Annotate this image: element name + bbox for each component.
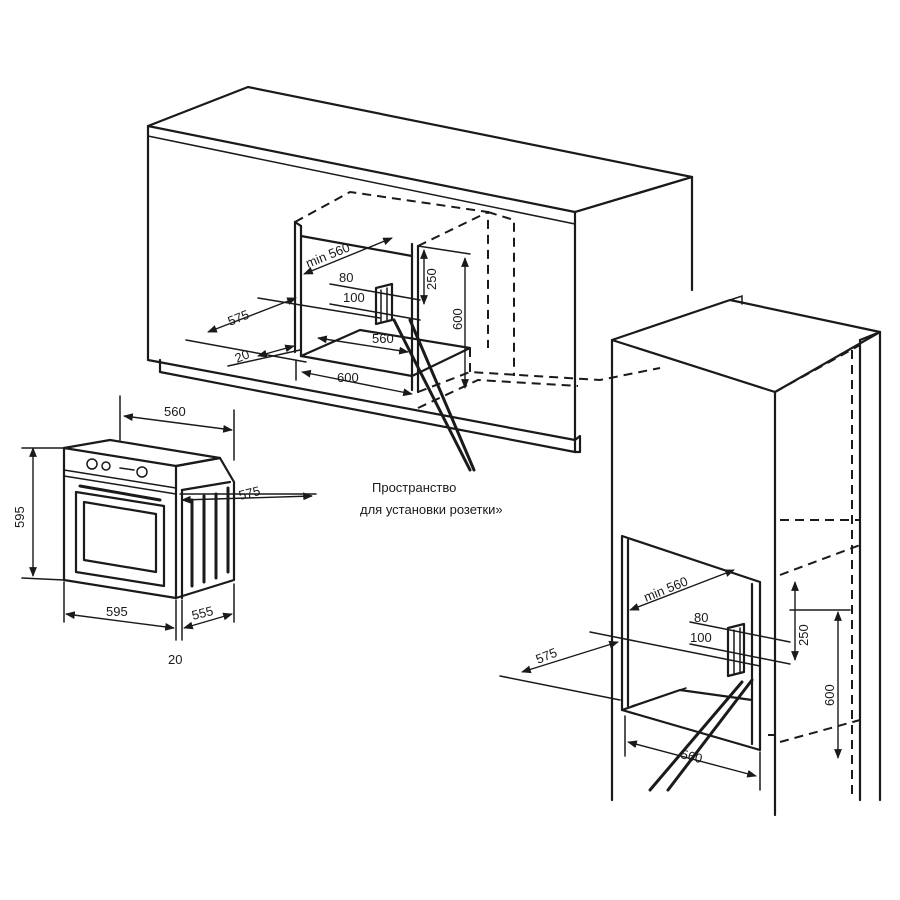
oven-595-height-label: 595 — [12, 506, 27, 528]
wall-cabinet-dimensions: min 560 575 20 560 600 80 100 250 600 — [185, 237, 476, 472]
tall-600-label: 600 — [822, 684, 837, 706]
tall-100-label: 100 — [690, 630, 712, 645]
tall-250-label: 250 — [796, 624, 811, 646]
tall-80-label: 80 — [694, 610, 708, 625]
wall-cabinet — [146, 85, 694, 454]
oven-dimensions: 560 595 575 595 555 20 — [12, 395, 317, 667]
top-80-label: 80 — [339, 270, 353, 285]
oven-20-label: 20 — [168, 652, 182, 667]
tall-min-560-label: min 560 — [642, 574, 691, 605]
socket-space-caption: Пространство для установки розетки» — [360, 480, 503, 517]
oven-575-label: 575 — [237, 483, 262, 503]
top-min-560-label: min 560 — [304, 240, 353, 271]
tall-cabinet — [610, 294, 882, 817]
top-100-label: 100 — [343, 290, 365, 305]
top-250-label: 250 — [424, 268, 439, 290]
top-560-label: 560 — [372, 331, 394, 346]
oven-555-label: 555 — [190, 603, 215, 623]
knob-icon — [101, 461, 111, 471]
knob-icon — [86, 458, 98, 470]
top-20-label: 20 — [233, 346, 252, 365]
tall-cabinet-dimensions: min 560 575 80 100 250 600 560 — [499, 569, 851, 792]
oven-560-label: 560 — [164, 404, 186, 419]
oven-595-width-label: 595 — [106, 604, 128, 619]
caption-line-2: для установки розетки» — [360, 502, 503, 517]
top-575-label: 575 — [226, 307, 252, 329]
tall-575-label: 575 — [534, 645, 560, 667]
caption-line-1: Пространство — [372, 480, 456, 495]
knob-icon — [136, 466, 148, 478]
oven — [62, 438, 236, 600]
top-600-width-label: 600 — [337, 370, 359, 385]
top-600-height-label: 600 — [450, 308, 465, 330]
